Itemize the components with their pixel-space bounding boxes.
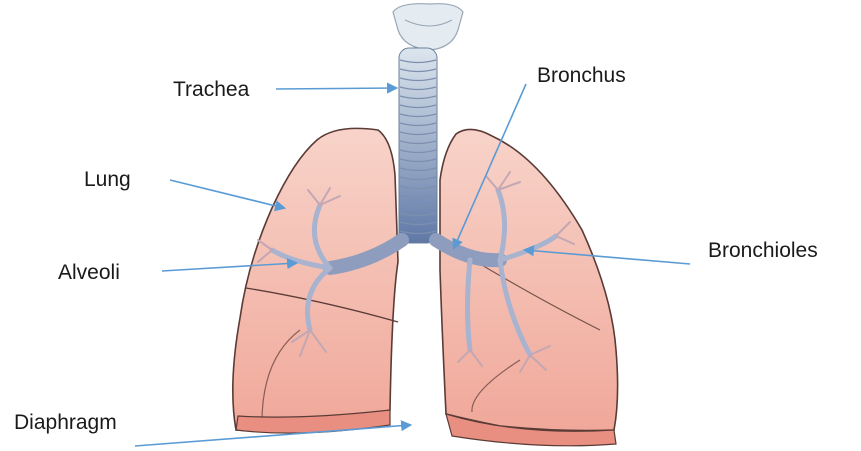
alveoli-label: Alveoli — [58, 262, 120, 283]
trachea-arrow — [276, 88, 396, 89]
lung-label: Lung — [84, 169, 131, 190]
diaphragm-label: Diaphragm — [14, 412, 117, 433]
bronchus-label: Bronchus — [537, 65, 626, 86]
trachea-label: Trachea — [173, 79, 249, 100]
lung-arrow — [170, 180, 284, 208]
trachea — [399, 48, 437, 243]
larynx — [393, 4, 463, 50]
bronchioles-label: Bronchioles — [708, 240, 818, 261]
